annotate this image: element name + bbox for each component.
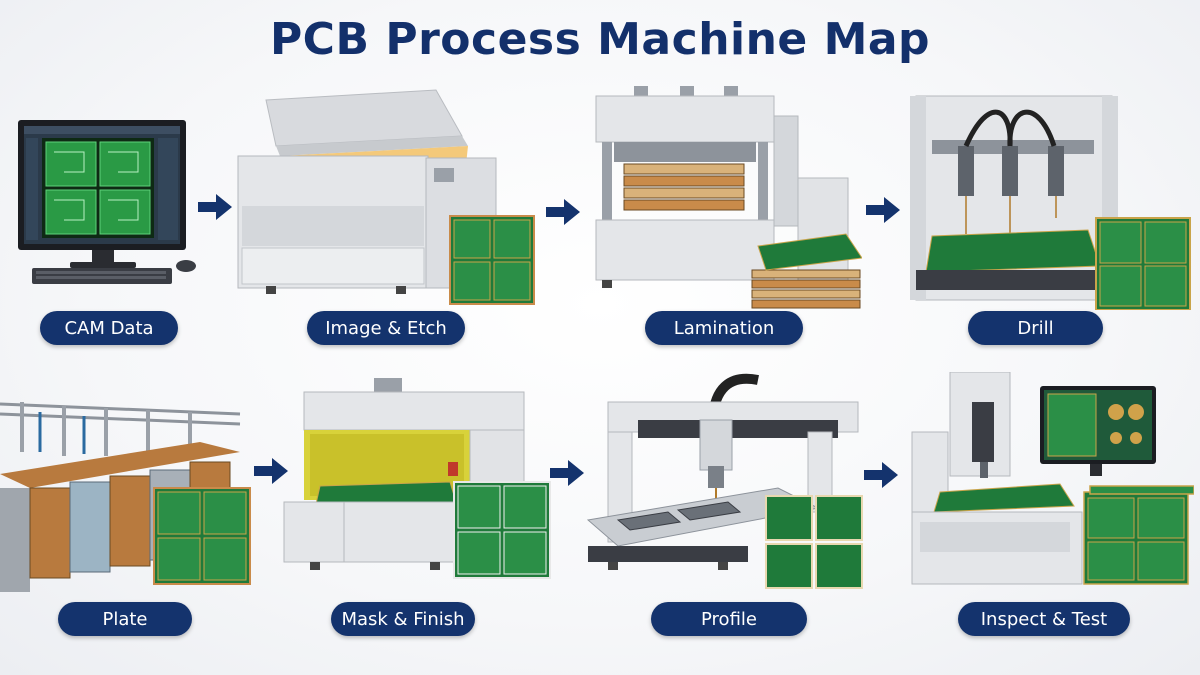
station-cam-data: [14, 118, 204, 298]
computer-monitor-icon: [18, 120, 196, 284]
label-plate: Plate: [58, 602, 192, 636]
station-mask-finish: [280, 378, 552, 584]
label-profile: Profile: [651, 602, 807, 636]
image-etch-machine-icon: [237, 89, 535, 305]
station-image-etch: [236, 86, 536, 306]
arrow-right-icon: [546, 199, 580, 225]
page-title: PCB Process Machine Map: [269, 14, 931, 65]
label-image-etch: Image & Etch: [307, 311, 465, 345]
station-lamination: [594, 86, 862, 310]
label-cam-data: CAM Data: [40, 311, 178, 345]
label-drill: Drill: [968, 311, 1103, 345]
plating-line-icon: [0, 402, 251, 592]
profile-router-icon: [586, 373, 863, 589]
mask-finish-machine-icon: [283, 378, 551, 579]
lamination-press-icon: [595, 86, 862, 309]
station-profile: [578, 370, 864, 590]
label-inspect-test: Inspect & Test: [958, 602, 1130, 636]
label-mask-finish: Mask & Finish: [331, 602, 475, 636]
drill-machine-icon: [910, 95, 1191, 310]
arrow-right-icon: [550, 460, 584, 486]
station-plate: [0, 392, 252, 592]
station-inspect-test: [910, 372, 1194, 592]
arrow-right-icon: [254, 458, 288, 484]
inspection-machine-icon: [911, 372, 1194, 585]
label-lamination: Lamination: [645, 311, 803, 345]
arrow-right-icon: [198, 194, 232, 220]
station-drill: [908, 86, 1192, 310]
arrow-right-icon: [866, 197, 900, 223]
arrow-right-icon: [864, 462, 898, 488]
